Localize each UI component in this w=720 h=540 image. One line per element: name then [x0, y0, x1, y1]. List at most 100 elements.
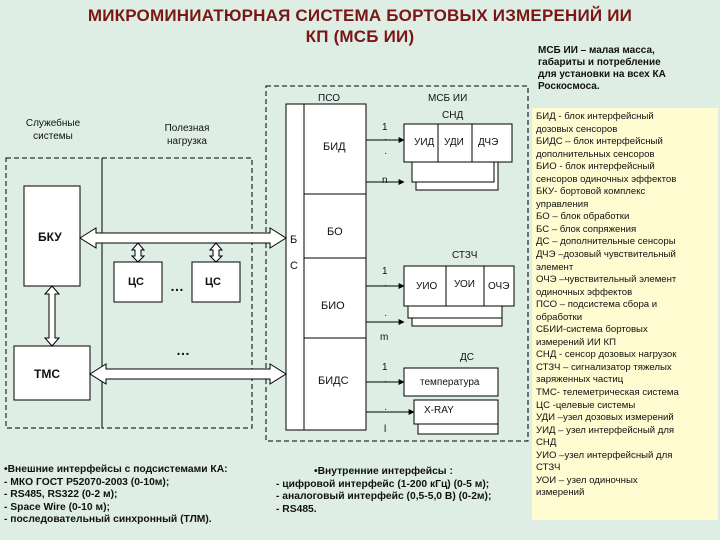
legend-line: СБИИ-система бортовых — [536, 324, 648, 336]
temperature-label: температура — [420, 377, 480, 388]
channel-dot: · — [384, 134, 388, 145]
legend-line: дозовых сенсоров — [536, 123, 618, 135]
channel-dot: · — [384, 376, 388, 387]
legend-line: БС – блок сопряжения — [536, 223, 637, 235]
channel-num-1: 1 — [382, 266, 388, 277]
arrow-bku-tms — [43, 285, 61, 347]
legend-line: ПСО – подсистема сбора и — [536, 299, 658, 311]
internal-interfaces-line: - RS485. — [276, 503, 317, 515]
service-systems-label-line: Служебные — [25, 118, 81, 129]
service-systems-label-line: системы — [33, 131, 73, 142]
legend-line: БИД - блок интерфейсный — [536, 111, 654, 122]
tms-block — [13, 345, 91, 401]
legend-line: УДИ –узел дозовых измерений — [536, 412, 674, 424]
external-interfaces: •Внешние интерфейсы с подсистемами КА: -… — [4, 464, 228, 527]
legend-line: СНД — [536, 437, 557, 449]
bids-label: БИДС — [318, 375, 349, 387]
service-systems-frame — [5, 157, 103, 429]
cs-label-2: ЦС — [205, 276, 221, 288]
external-interfaces-line: - RS485, RS322 (0-2 м); — [4, 489, 118, 500]
channel-dot: · — [384, 280, 388, 291]
legend-line: ОЧЭ –чувствительный элемент — [536, 274, 677, 286]
legend-line: обработки — [536, 311, 583, 323]
xray-label: X-RAY — [424, 405, 454, 416]
external-interfaces-line: - последовательный синхронный (ТЛМ). — [4, 514, 212, 525]
legend-line: ДЧЭ –дозовый чувствительный — [536, 249, 676, 261]
side-note-line: МСБ ИИ – малая масса, — [538, 45, 655, 56]
uid-label: УИД — [414, 137, 435, 148]
pso-label: ПСО — [318, 93, 340, 104]
bku-block — [23, 185, 81, 287]
legend-line: УОИ – узел одиночных — [536, 474, 638, 486]
channel-num-1: 1 — [382, 122, 388, 133]
tms-label: ТМС — [34, 367, 60, 381]
bid-label: БИД — [323, 141, 346, 153]
cs-block-2 — [191, 261, 241, 303]
legend-panel: БИД - блок интерфейсный дозовых сенсоров… — [532, 108, 718, 520]
bs-label-s: С — [290, 260, 298, 272]
side-note-line: для установки на всех КА — [538, 69, 666, 80]
bio-label: БИО — [321, 300, 345, 312]
payload-label-line: нагрузка — [167, 136, 207, 147]
cs-block-1 — [113, 261, 163, 303]
internal-interfaces-line: •Внутренние интерфейсы : — [314, 466, 453, 477]
external-interfaces-line: - Space Wire (0-10 м); — [4, 501, 110, 513]
channel-dot: · — [384, 310, 388, 321]
bo-block — [303, 193, 367, 259]
legend-line: БИО - блок интерфейсный — [536, 161, 655, 173]
uio-label: УИО — [416, 281, 438, 292]
legend-line: дополнительных сенсоров — [536, 148, 655, 160]
channel-num-m: m — [380, 332, 389, 343]
snd-label: СНД — [442, 110, 464, 121]
payload-label-line: Полезная — [164, 123, 210, 134]
legend-line: СТЗЧ — [536, 462, 561, 474]
internal-interfaces-line: - цифровой интерфейс (1-200 кГц) (0-5 м)… — [276, 478, 490, 490]
channel-dot: · — [384, 148, 388, 159]
bids-block — [303, 337, 367, 431]
stzch-label: СТЗЧ — [452, 250, 478, 261]
payload-frame — [101, 157, 253, 429]
bus-arrow-tms-bs — [89, 363, 287, 385]
legend-line: одиночных эффектов — [536, 286, 633, 298]
legend-line: ДС – дополнительные сенсоры — [536, 236, 676, 248]
legend-line: УИО –узел интерфейсный для — [536, 449, 673, 461]
dche-label: ДЧЭ — [478, 137, 499, 148]
title-line-2: КП (МСБ ИИ) — [305, 27, 415, 46]
payload-label: Полезная нагрузка — [152, 122, 222, 148]
legend-line: элемент — [536, 261, 574, 273]
msb-label: МСБ ИИ — [428, 93, 468, 104]
bus-arrow-bku-bs — [79, 227, 287, 249]
uoi-label: УОИ — [454, 279, 475, 290]
legend-line: СТЗЧ – сигнализатор тяжелых — [536, 361, 672, 373]
udi-label: УДИ — [444, 137, 464, 148]
ellipsis-lower: … — [176, 342, 190, 358]
ds-temperature-block — [403, 367, 499, 397]
external-interfaces-line: - МКО ГОСТ Р52070-2003 (0-10м); — [4, 476, 170, 488]
channel-dot: · — [384, 404, 388, 415]
title-line-1: МИКРОМИНИАТЮРНАЯ СИСТЕМА БОРТОВЫХ ИЗМЕРЕ… — [87, 6, 633, 25]
bid-block — [303, 103, 367, 195]
legend-line: УИД – узел интерфейсный для — [536, 424, 675, 436]
bku-label: БКУ — [38, 230, 62, 244]
side-note: МСБ ИИ – малая масса, габариты и потребл… — [538, 45, 666, 93]
oche-label: ОЧЭ — [488, 281, 510, 292]
legend-line: измерений — [536, 487, 585, 499]
snd-stack-front — [403, 123, 513, 163]
legend-line: сенсоров одиночных эффектов — [536, 173, 677, 185]
internal-interfaces-line: - аналоговый интерфейс (0,5-5,0 В) (0-2м… — [276, 491, 492, 502]
side-note-line: габариты и потребление — [538, 57, 661, 68]
internal-interfaces: •Внутренние интерфейсы : - цифровой инте… — [276, 466, 491, 516]
legend-line: ТМС- телеметрическая система — [536, 387, 679, 399]
legend-line: заряженных частиц — [536, 374, 624, 386]
cs-label-1: ЦС — [128, 276, 144, 288]
legend-line: СНД - сенсор дозовых нагрузок — [536, 349, 677, 361]
side-note-line: Роскосмоса. — [538, 81, 600, 92]
bo-label: БО — [327, 226, 343, 238]
legend-line: БО – блок обработки — [536, 211, 630, 223]
bio-block — [303, 257, 367, 339]
service-systems-label: Служебные системы — [20, 117, 86, 143]
legend-line: БКУ- бортовой комплекс — [536, 186, 646, 198]
bs-label-b: Б — [290, 234, 298, 246]
legend-line: управления — [536, 198, 589, 210]
